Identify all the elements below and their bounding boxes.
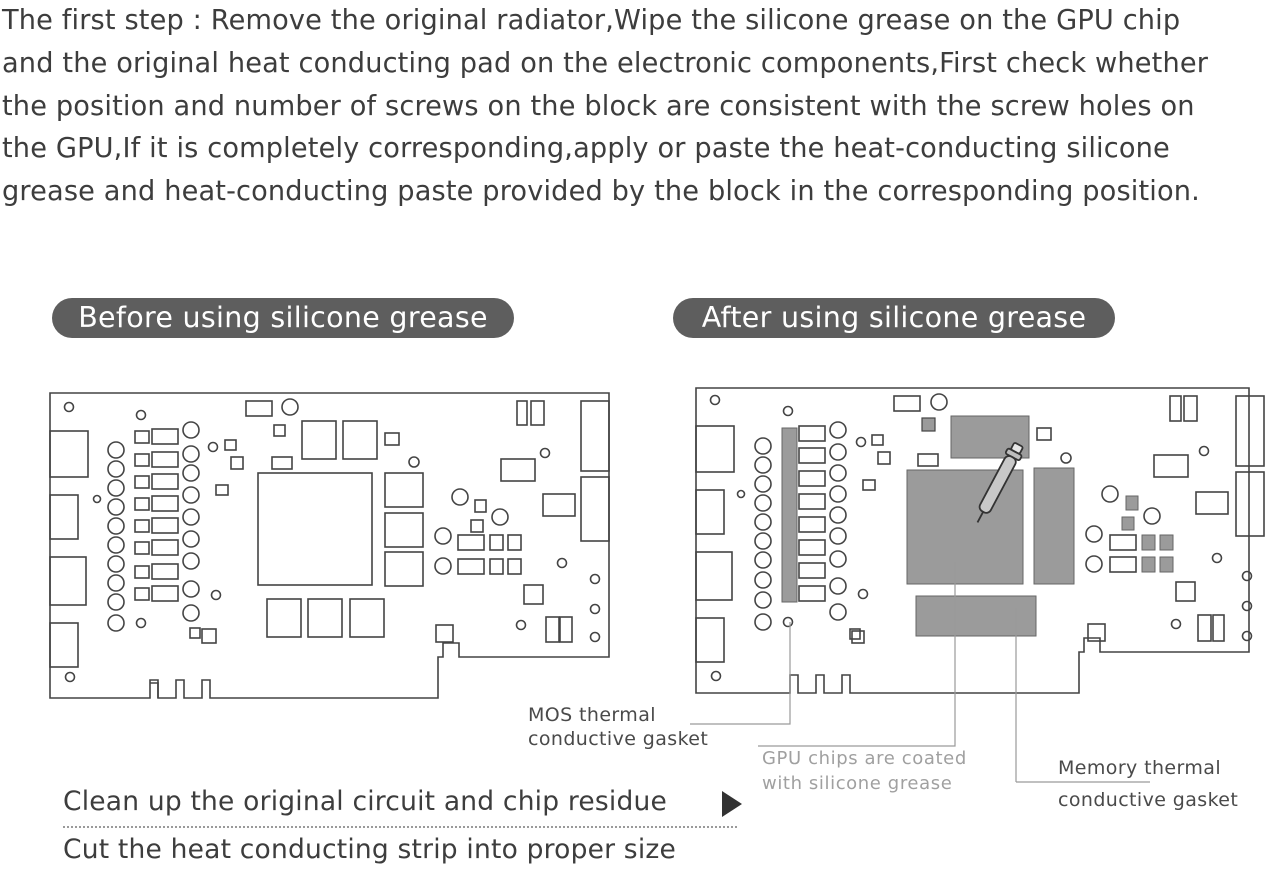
callout-text: conductive gasket [528, 728, 709, 750]
before-label: Before using silicone grease [52, 298, 514, 338]
callout-text: conductive gasket [1058, 789, 1239, 811]
callout-memory-gasket: Memory thermal conductive gasket [1058, 752, 1238, 816]
mos-chips [134, 428, 179, 602]
memory-pad [915, 595, 1037, 637]
callout-text: with silicone grease [762, 773, 953, 794]
mos-inductors [107, 421, 200, 632]
io-ports [49, 430, 89, 668]
thermal-pads [781, 415, 1174, 637]
gpu-chip-pad [906, 469, 1024, 585]
mos-inductors [754, 421, 847, 631]
callout-mos-gasket: MOS thermal conductive gasket [528, 703, 708, 751]
syringe-icon [976, 442, 1024, 523]
board-before-diagram [49, 392, 610, 699]
step-cut-text: Cut the heat conducting strip into prope… [63, 834, 676, 865]
intro-line: grease and heat-conducting paste provide… [2, 176, 1200, 208]
intro-line: The first step : Remove the original rad… [2, 5, 1181, 36]
mos-chips [798, 425, 826, 602]
dotted-divider [63, 826, 737, 828]
callout-text: GPU chips are coated [762, 748, 967, 769]
memory-pad [1033, 467, 1075, 585]
callout-text: MOS thermal [528, 704, 656, 726]
intro-line: the GPU,If it is completely correspondin… [2, 133, 1170, 165]
play-triangle-icon [722, 791, 742, 817]
small-components [189, 398, 610, 644]
intro-paragraph: The first step : Remove the original rad… [2, 0, 1278, 214]
intro-line: and the original heat conducting pad on … [2, 47, 1209, 79]
mos-thermal-pad [781, 427, 798, 603]
gpu-chip-before [257, 472, 373, 586]
step-clean-text: Clean up the original circuit and chip r… [63, 786, 668, 817]
intro-line: the position and number of screws on the… [2, 90, 1195, 122]
callout-text: Memory thermal [1058, 757, 1221, 779]
io-ports [695, 425, 735, 663]
after-label: After using silicone grease [673, 298, 1115, 338]
board-outline [49, 392, 610, 699]
callout-gpu-grease: GPU chips are coated with silicone greas… [762, 746, 967, 796]
mount-holes [63, 401, 601, 683]
board-after-diagram [695, 387, 1265, 694]
memory-chips-before [266, 420, 424, 638]
